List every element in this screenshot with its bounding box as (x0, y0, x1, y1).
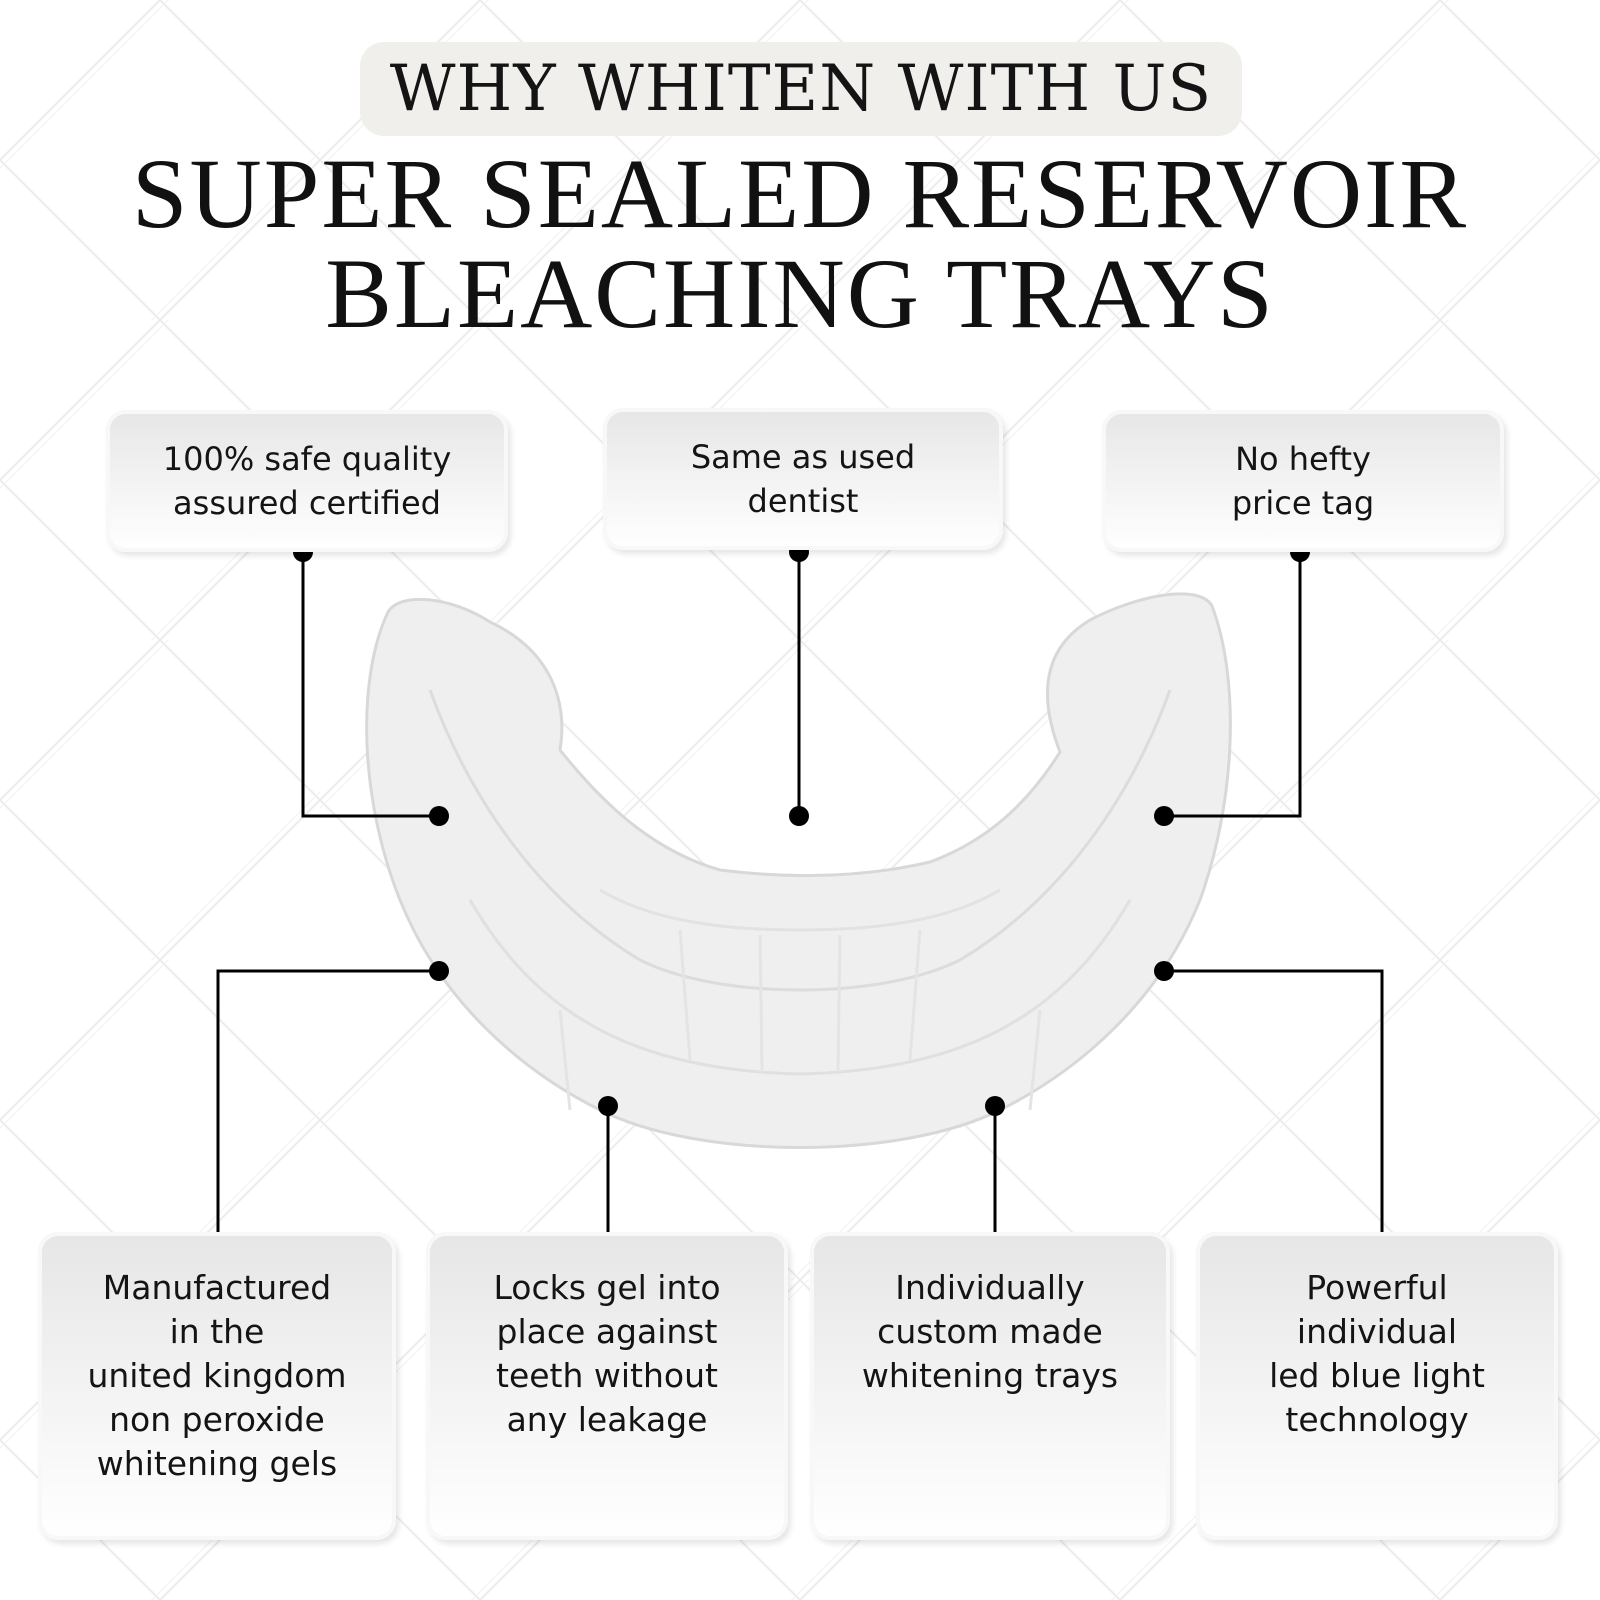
feature-text: Locks gel into place against teeth witho… (493, 1268, 721, 1439)
feature-text: Powerful individual led blue light techn… (1269, 1268, 1485, 1439)
feature-text: Individually custom made whitening trays (861, 1268, 1119, 1395)
feature-box-dentist: Same as used dentist (603, 408, 1003, 550)
page-title-line-1: SUPER SEALED RESERVOIR (131, 138, 1469, 249)
bleaching-tray-image (365, 592, 1232, 1149)
feature-box-manufactured: Manufactured in the united kingdom non p… (38, 1232, 396, 1540)
feature-box-locks-gel: Locks gel into place against teeth witho… (426, 1232, 788, 1540)
feature-text: 100% safe quality assured certified (162, 440, 452, 522)
subtitle-pill: WHY WHITEN WITH US (360, 42, 1242, 136)
feature-box-safe-quality: 100% safe quality assured certified (106, 410, 508, 552)
feature-box-custom-made: Individually custom made whitening trays (810, 1232, 1170, 1540)
subtitle: WHY WHITEN WITH US (389, 52, 1213, 126)
feature-box-blue-light: Powerful individual led blue light techn… (1196, 1232, 1558, 1540)
feature-text: No hefty price tag (1231, 440, 1375, 522)
feature-text: Same as used dentist (690, 438, 916, 520)
page-title: SUPER SEALED RESERVOIR BLEACHING TRAYS (0, 144, 1600, 344)
connector-lines (216, 552, 1384, 1242)
feature-text: Manufactured in the united kingdom non p… (87, 1268, 347, 1483)
page-title-line-2: BLEACHING TRAYS (325, 238, 1275, 349)
feature-box-price: No hefty price tag (1102, 410, 1504, 552)
